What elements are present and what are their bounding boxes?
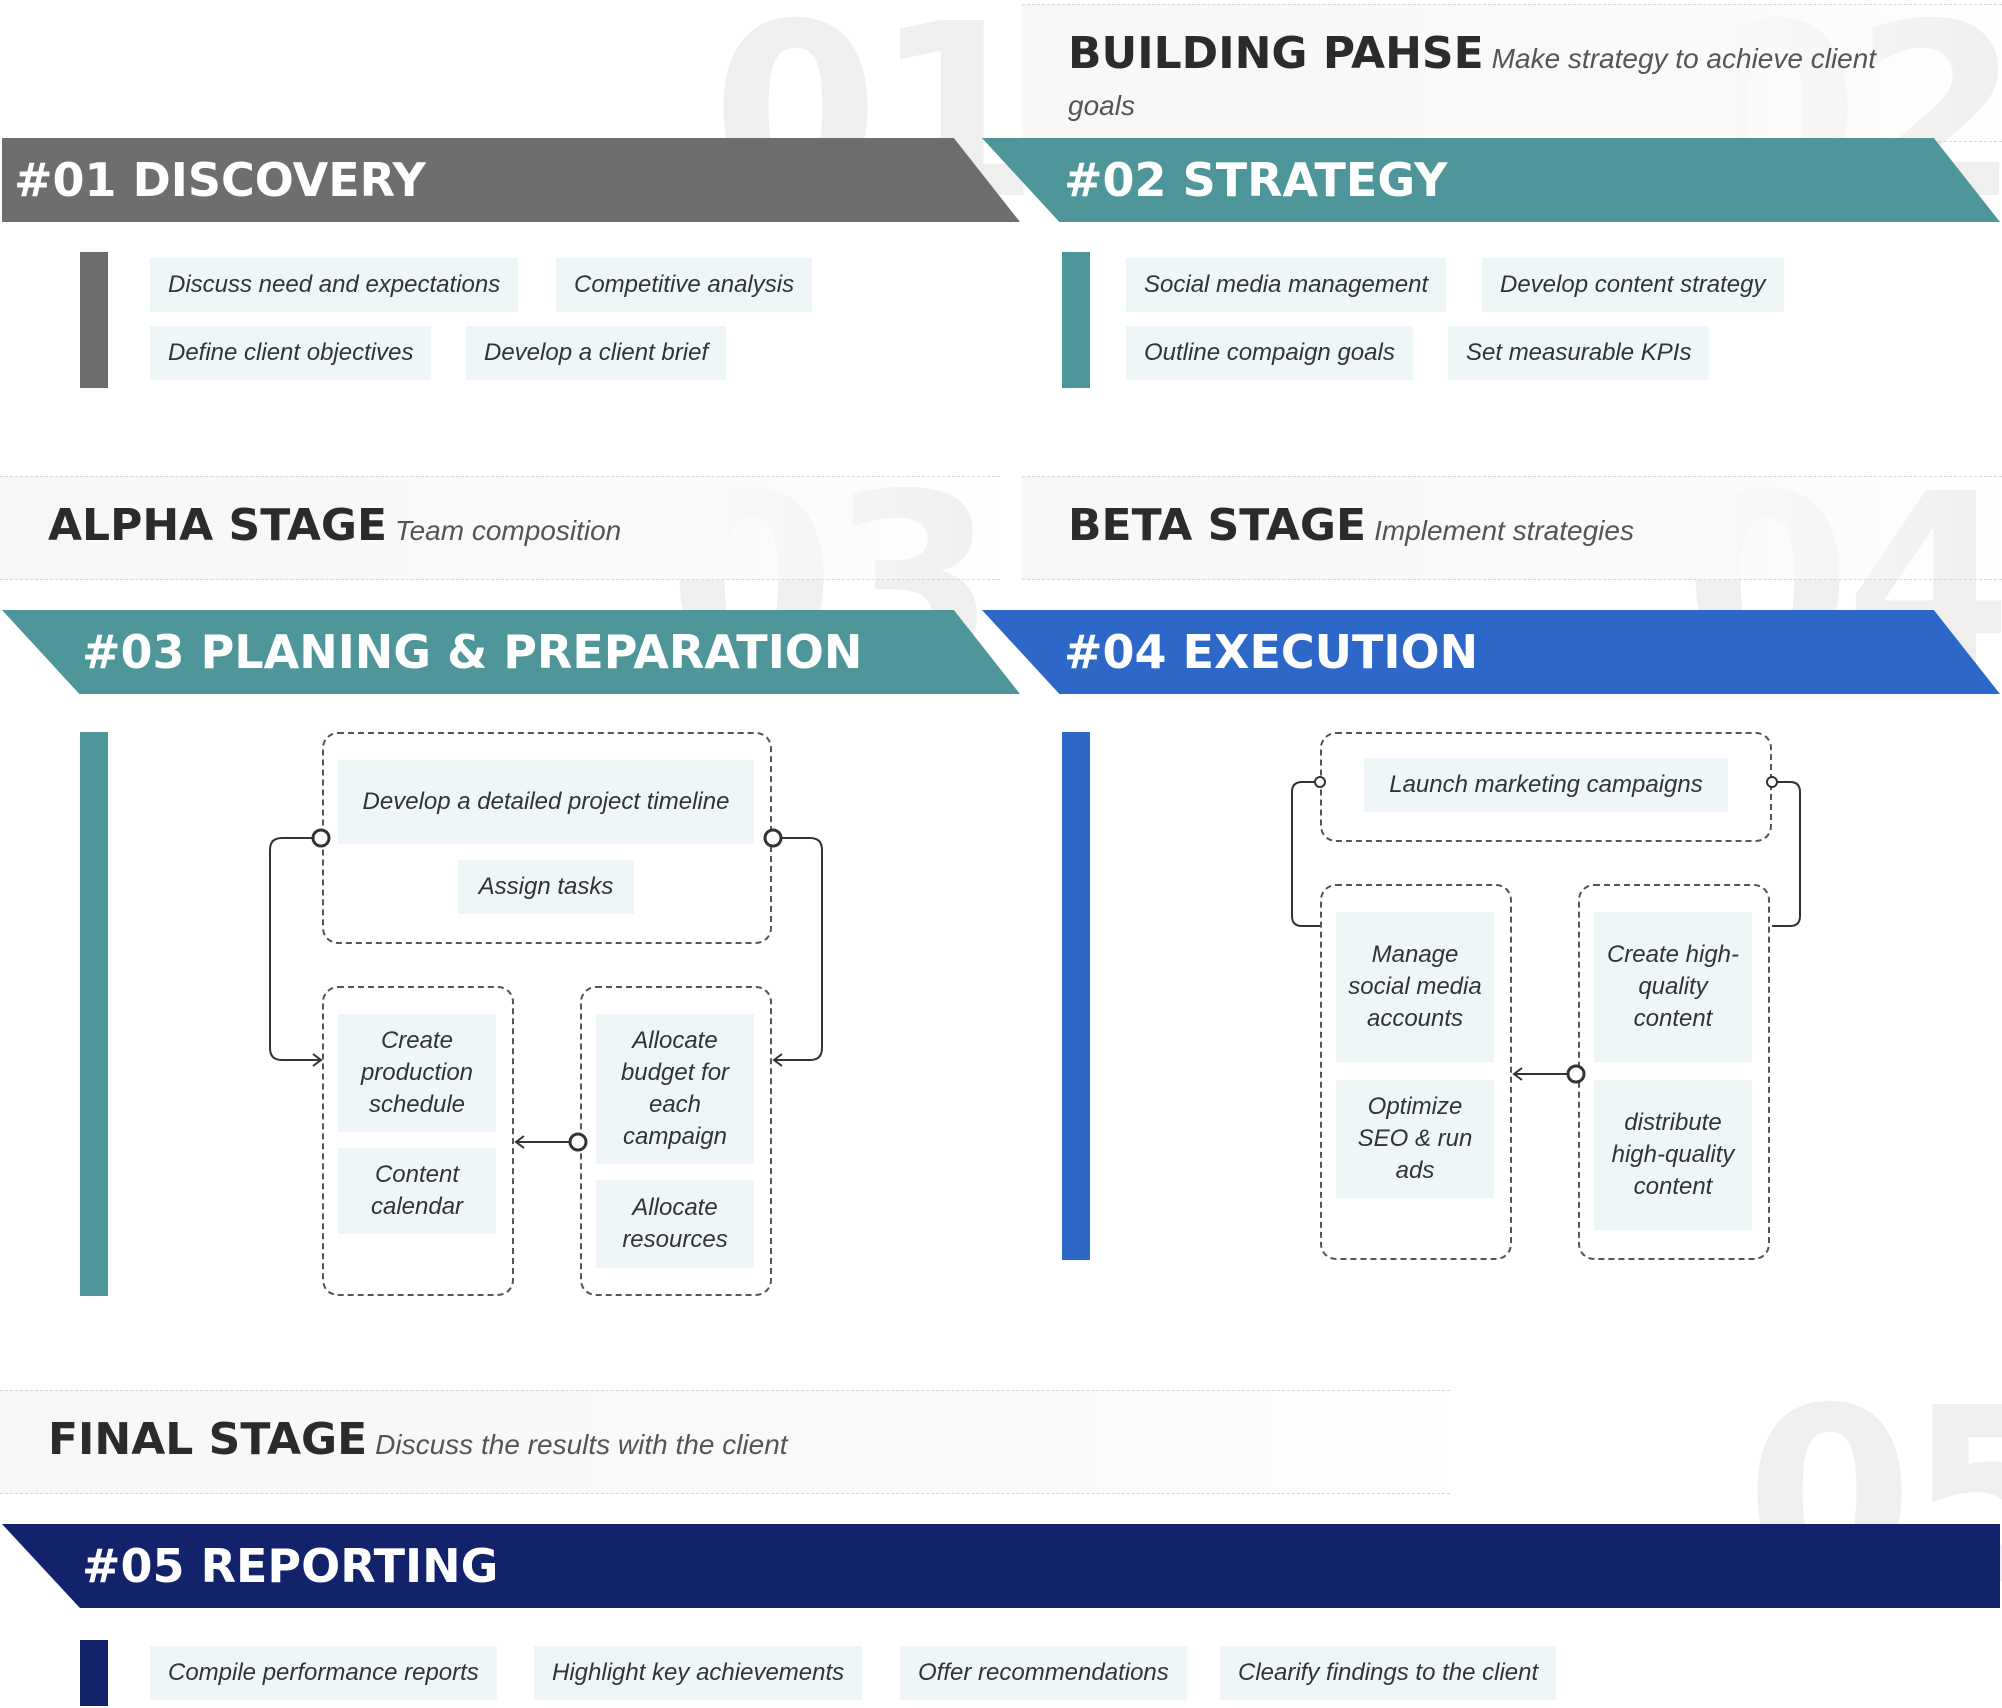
planning-node-assign-tasks: Assign tasks [458,860,634,914]
discovery-item: Develop a client brief [466,326,727,380]
execution-node-create-content: Create high-quality content [1594,912,1752,1062]
discovery-accent-bar [80,252,108,388]
planning-node-production-schedule: Create production schedule [338,1014,496,1132]
discovery-item: Define client objectives [150,326,432,380]
strategy-accent-bar [1062,252,1090,388]
discovery-item: Competitive analysis [556,258,813,312]
planning-node-timeline: Develop a detailed project timeline [338,760,754,844]
connector-timeline-to-schedule [269,837,321,1061]
phase-label-strategy: #02 STRATEGY [1064,153,1448,207]
execution-node-manage-social: Manage social media accounts [1336,912,1494,1062]
planning-left-group [322,986,514,1296]
planning-accent-bar [80,732,108,1296]
planning-node-content-calendar: Content calendar [338,1148,496,1234]
connector-launch-to-manage [1291,781,1320,927]
phase-banner-planning: #03 PLANING & PREPARATION [2,610,1020,694]
strategy-item: Develop content strategy [1482,258,1784,312]
reporting-item: Compile performance reports [150,1646,497,1700]
stage-bar-alpha [0,476,1000,580]
connector-timeline-to-budget [773,837,823,1061]
execution-accent-bar [1062,732,1090,1260]
planning-node-allocate-budget: Allocate budget for each campaign [596,1014,754,1164]
strategy-item: Set measurable KPIs [1448,326,1710,380]
stage-beta-subtitle: Implement strategies [1374,515,1634,546]
phase-label-execution: #04 EXECUTION [1064,625,1479,679]
reporting-item: Clearify findings to the client [1220,1646,1557,1700]
phase-banner-strategy: #02 STRATEGY [982,138,2000,222]
stage-building-subtitle-2: goals [1068,90,1135,121]
execution-node-seo-ads: Optimize SEO & run ads [1336,1080,1494,1198]
arrow-head [1512,1067,1523,1081]
stage-beta-title: BETA STAGE [1068,500,1367,551]
execution-left-group [1320,884,1512,1260]
reporting-item: Offer recommendations [900,1646,1187,1700]
arrow-head [772,1053,783,1067]
stage-building-subtitle: Make strategy to achieve client [1491,43,1877,74]
discovery-item: Discuss need and expectations [150,258,519,312]
reporting-item: Highlight key achievements [534,1646,863,1700]
phase-banner-discovery: #01 DISCOVERY [2,138,1020,222]
phase-label-reporting: #05 REPORTING [82,1539,499,1593]
stage-alpha-subtitle: Team composition [395,515,622,546]
execution-node-distribute-content: distribute high-quality content [1594,1080,1752,1230]
stage-bar-beta [1022,476,2002,580]
strategy-item: Outline compaign goals [1126,326,1413,380]
phase-label-discovery: #01 DISCOVERY [14,153,426,207]
reporting-accent-bar [80,1640,108,1706]
phase-banner-execution: #04 EXECUTION [982,610,2000,694]
arrow-head [514,1135,525,1149]
execution-node-launch: Launch marketing campaigns [1364,758,1728,812]
planning-node-allocate-resources: Allocate resources [596,1180,754,1268]
arrow-head [312,1053,323,1067]
stage-final-title: FINAL STAGE [48,1414,368,1465]
stage-bar-final [0,1390,1450,1494]
phase-banner-reporting: #05 REPORTING [2,1524,2000,1608]
stage-alpha-title: ALPHA STAGE [48,500,388,551]
phase-label-planning: #03 PLANING & PREPARATION [82,625,863,679]
stage-final-subtitle: Discuss the results with the client [375,1429,788,1460]
stage-building-title: BUILDING PAHSE [1068,28,1484,79]
stage-bar-building [1022,4,2002,142]
strategy-item: Social media management [1126,258,1447,312]
connector-launch-to-create [1772,781,1801,927]
